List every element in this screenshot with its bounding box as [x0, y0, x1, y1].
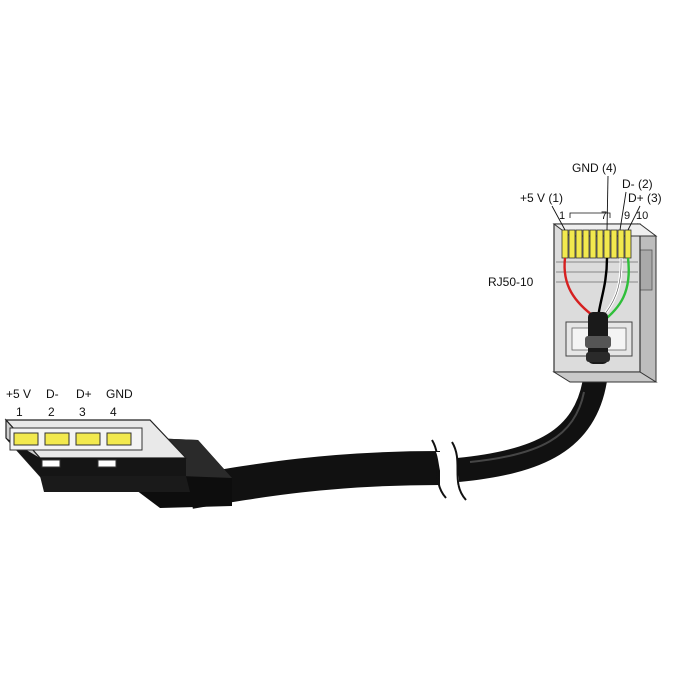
usb-signal-dplus: D+: [76, 387, 92, 401]
rj50-connector: [552, 223, 658, 383]
rj50-label-dplus: D+ (3): [628, 191, 662, 205]
rj50-label-gnd: GND (4): [572, 161, 617, 175]
rj50-contact-5: [589, 229, 597, 259]
rj50-label-dminus: D- (2): [622, 177, 653, 191]
rj50-contact-6: [596, 229, 604, 259]
usb-contact-2: [44, 432, 70, 446]
leader-dplus: [627, 205, 641, 231]
usb-pin-number-3: 3: [79, 405, 86, 419]
rj50-contacts: [561, 229, 632, 259]
rj50-contact-9: [617, 229, 625, 259]
rj50-contact-8: [610, 229, 618, 259]
leader-vcc: [551, 205, 566, 231]
usb-shell-hole-left: [41, 459, 61, 468]
rj50-contact-10: [624, 229, 632, 259]
usb-signal-vcc: +5 V: [6, 387, 31, 401]
usb-contact-3: [75, 432, 101, 446]
rj50-pin-number-10: 10: [636, 210, 648, 222]
usb-signal-dminus: D-: [46, 387, 59, 401]
leader-dminus: [619, 191, 627, 231]
rj50-contact-3: [575, 229, 583, 259]
usb-shell-hole-right: [97, 459, 117, 468]
rj50-model-label: RJ50-10: [488, 275, 534, 289]
usb-pin-labels: +5 V D- D+ GND 1 2 3 4: [6, 387, 133, 419]
rj50-pin-number-1: 1: [559, 210, 565, 222]
rj50-pin-number-9: 9: [624, 210, 630, 222]
usb-pin-number-2: 2: [48, 405, 55, 419]
rj50-pin-number-7: 7: [601, 210, 607, 222]
leader-gnd: [606, 175, 609, 231]
rj50-label-vcc: +5 V (1): [520, 191, 563, 205]
usb-contact-4: [106, 432, 132, 446]
usb-pin-number-1: 1: [16, 405, 23, 419]
cable-right-section: [456, 377, 607, 482]
rj50-contact-2: [568, 229, 576, 259]
cable-break-symbol: [431, 439, 467, 501]
rj50-contact-7: [603, 229, 611, 259]
rj50-contact-1: [561, 229, 569, 259]
usb-plug: [4, 418, 232, 508]
usb-signal-gnd: GND: [106, 387, 133, 401]
usb-contact-1: [13, 432, 39, 446]
rj50-contact-4: [582, 229, 590, 259]
usb-pin-number-4: 4: [110, 405, 117, 419]
rj50-labels: RJ50-10 GND (4) D- (2) +5 V (1) D+ (3) 1…: [488, 161, 662, 289]
